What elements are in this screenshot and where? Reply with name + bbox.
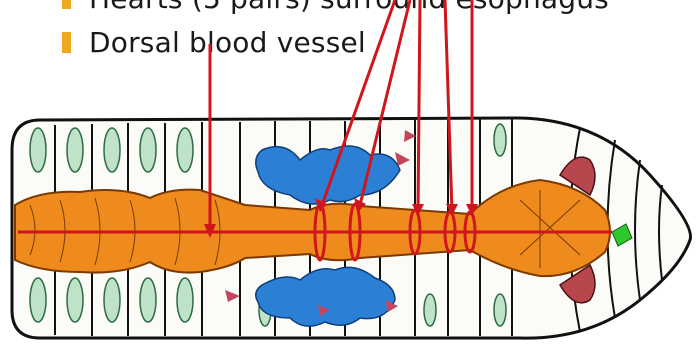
earthworm-diagram xyxy=(0,0,698,353)
